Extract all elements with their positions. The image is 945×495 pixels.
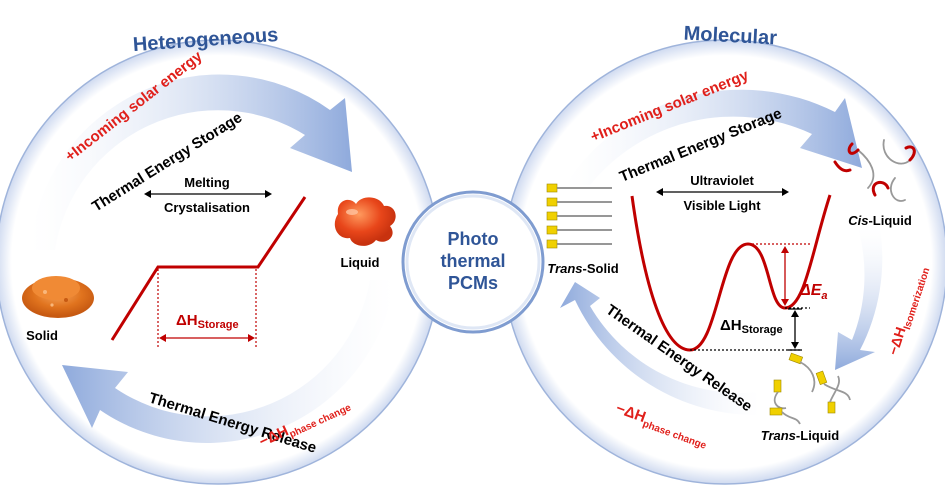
center-line2: thermal xyxy=(440,251,505,271)
ultraviolet-label: Ultraviolet xyxy=(690,173,754,188)
phase-change-curve xyxy=(110,196,307,341)
liquid-label: Liquid xyxy=(341,255,380,270)
right-title: Molecular xyxy=(683,23,778,50)
cis-liquid-molecules xyxy=(833,139,916,202)
trans-liquid-label: Trans-Liquid xyxy=(761,428,840,443)
center-line3: PCMs xyxy=(448,273,498,293)
left-storage-arrow xyxy=(30,74,352,250)
left-dh-storage-label: ΔHStorage xyxy=(176,312,239,331)
cis-liquid-label: Cis-Liquid xyxy=(848,213,912,228)
right-isomerization-arrow xyxy=(835,228,883,370)
liquid-blob-image xyxy=(334,197,396,246)
right-dh-storage-label: ΔHStorage xyxy=(720,317,783,336)
center-line1: Photo xyxy=(448,229,499,249)
energy-curve xyxy=(630,194,832,352)
left-release-arrow xyxy=(62,280,395,443)
solid-powder-image xyxy=(22,276,94,318)
trans-liquid-molecules xyxy=(769,352,851,425)
trans-solid-label: Trans-Solid xyxy=(547,261,618,276)
right-storage-arrow xyxy=(565,89,862,185)
trans-solid-molecules xyxy=(546,183,612,249)
melting-label: Melting xyxy=(184,175,230,190)
crystalisation-label: Crystalisation xyxy=(164,200,250,215)
dea-label: ΔEa xyxy=(799,282,828,302)
visible-light-label: Visible Light xyxy=(683,198,761,213)
center-circle xyxy=(401,190,545,334)
right-release-arrow xyxy=(560,282,760,416)
solid-label: Solid xyxy=(26,328,58,343)
